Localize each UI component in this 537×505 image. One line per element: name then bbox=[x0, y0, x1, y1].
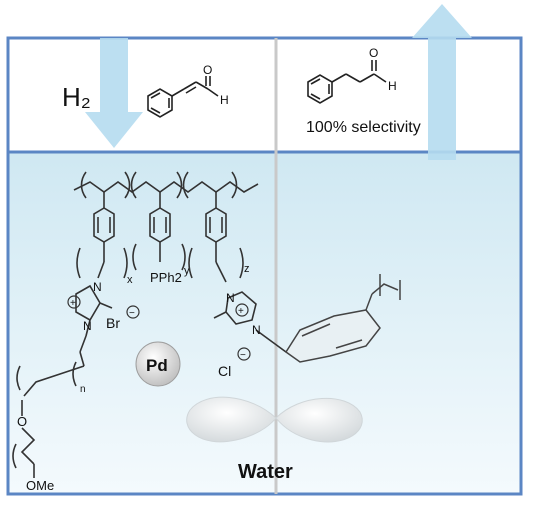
n-label-2: N bbox=[83, 319, 92, 333]
stirrer-right-lobe bbox=[275, 397, 363, 443]
water-label: Water bbox=[238, 461, 293, 483]
monomer-y bbox=[132, 207, 186, 271]
reactant-h: H bbox=[220, 93, 229, 107]
minus-circle-1 bbox=[126, 305, 140, 319]
n-label-3: N bbox=[226, 291, 235, 305]
up-arrow bbox=[412, 4, 472, 160]
sub-z: z bbox=[244, 263, 250, 275]
minus-label-2: − bbox=[240, 350, 246, 361]
plus-circle-2 bbox=[235, 303, 249, 317]
monomer-z bbox=[188, 207, 287, 353]
ome-label: OMe bbox=[26, 478, 54, 493]
water-phase bbox=[8, 152, 521, 494]
n-label-4: N bbox=[252, 323, 261, 337]
sub-y: y bbox=[184, 265, 190, 277]
product-structure bbox=[307, 60, 387, 104]
polystyrene-support bbox=[284, 274, 401, 363]
plus-label-2: + bbox=[238, 306, 244, 317]
reactant-o: O bbox=[203, 63, 212, 77]
minus-circle-2 bbox=[237, 347, 251, 361]
plus-label-1: + bbox=[70, 298, 76, 309]
polymer-backbone bbox=[73, 171, 259, 208]
sub-x: x bbox=[127, 274, 133, 286]
vessel-border bbox=[6, 36, 523, 496]
peg-chain bbox=[12, 361, 85, 478]
h2-label: H₂ bbox=[62, 82, 91, 112]
plus-circle-1 bbox=[67, 295, 81, 309]
pph2-label: PPh2 bbox=[150, 270, 182, 285]
down-arrow bbox=[85, 38, 143, 148]
product-h: H bbox=[388, 79, 397, 93]
monomer-x bbox=[75, 207, 128, 367]
n-subscript: n bbox=[80, 384, 86, 395]
n-label-1: N bbox=[93, 280, 102, 294]
cl-label: Cl bbox=[218, 363, 231, 379]
br-label: Br bbox=[106, 315, 120, 331]
pd-label: Pd bbox=[146, 356, 168, 375]
reactant-structure bbox=[147, 76, 219, 118]
stirrer-left-lobe bbox=[186, 396, 277, 443]
product-o: O bbox=[369, 46, 378, 60]
selectivity-label: 100% selectivity bbox=[306, 119, 421, 136]
minus-label-1: − bbox=[129, 308, 135, 319]
pd-nanoparticle bbox=[135, 341, 181, 387]
o-label: O bbox=[17, 414, 27, 429]
